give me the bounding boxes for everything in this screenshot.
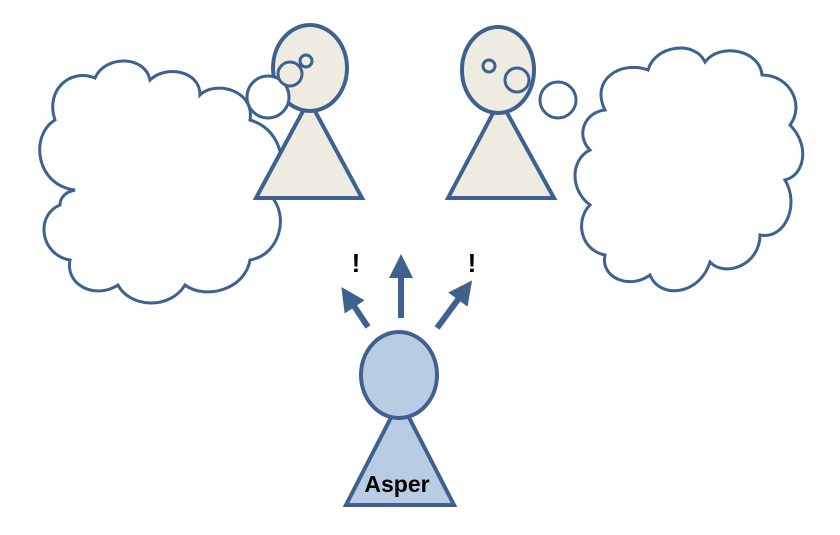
- right-observer-figure: [444, 25, 578, 200]
- left-thought-bubble-small: [298, 53, 314, 69]
- left-observer-head: [271, 23, 349, 113]
- asper-figure: Asper: [342, 330, 458, 507]
- right-thought-bubble-large: [538, 80, 578, 120]
- left-thought-bubble-medium: [276, 60, 304, 88]
- arrow-right: [434, 280, 473, 330]
- right-thought-bubble-small: [481, 58, 497, 74]
- asper-label: Asper: [364, 471, 429, 497]
- right-observer-body: [444, 95, 558, 200]
- asper-head: [359, 330, 439, 420]
- right-thought-bubble-medium: [503, 66, 531, 94]
- left-thought-bubble-large: [245, 74, 291, 120]
- asper-body: [342, 395, 458, 507]
- arrow-left: [341, 287, 371, 329]
- left-observer-figure: [245, 23, 366, 200]
- attention-arrows: [341, 254, 473, 330]
- exclamation-left: !: [352, 248, 361, 278]
- left-thought-cloud: [38, 59, 284, 305]
- exclamation-right: !: [468, 248, 477, 278]
- right-thought-cloud: [573, 46, 805, 293]
- left-observer-body: [252, 95, 366, 200]
